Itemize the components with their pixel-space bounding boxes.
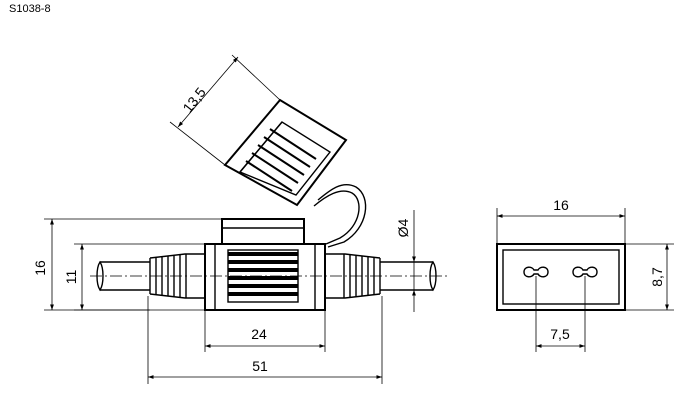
dim-end-height-text: 8,7 (649, 267, 665, 287)
dim-end-width-text: 16 (553, 197, 569, 213)
fuse-holder-side-view (90, 218, 450, 311)
dim-end-height: 8,7 (625, 243, 674, 311)
dim-total-height: 16 (32, 218, 222, 311)
dim-total-length-text: 51 (252, 358, 268, 374)
dim-terminal-pitch: 7,5 (535, 276, 586, 352)
dim-body-height: 11 (63, 243, 205, 311)
dim-body-height-text: 11 (63, 270, 79, 285)
dim-wire-diameter: Ø4 (395, 210, 416, 312)
dim-body-length: 24 (204, 310, 326, 352)
dim-total-length: 51 (147, 296, 383, 384)
dim-total-height-text: 16 (32, 260, 48, 276)
dim-end-width: 16 (496, 197, 626, 244)
dim-cover-height-text: 13,5 (179, 84, 209, 115)
dim-body-length-text: 24 (251, 326, 267, 342)
fuse-holder-end-view (496, 243, 626, 311)
part-code-label: S1038-8 (9, 3, 51, 15)
dim-terminal-pitch-text: 7,5 (550, 326, 570, 342)
fuse-cover (223, 98, 367, 248)
dim-wire-diameter-text: Ø4 (395, 218, 411, 237)
